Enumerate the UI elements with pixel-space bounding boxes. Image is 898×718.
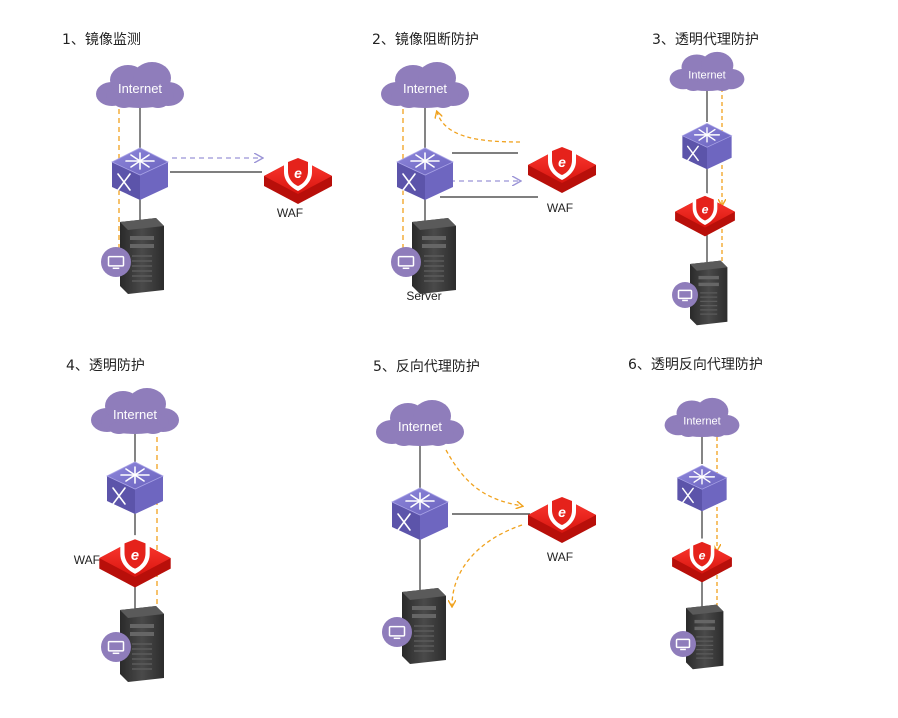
monitor-icon	[672, 282, 698, 308]
internet-cloud-icon: Internet	[669, 51, 745, 91]
inbound-traffic-arrow	[445, 449, 522, 506]
svg-text:e: e	[558, 504, 566, 520]
block-reset-arrow	[437, 112, 521, 143]
waf-label: WAF	[547, 201, 573, 215]
server-tower-icon	[120, 218, 164, 294]
internet-label: Internet	[683, 415, 720, 427]
waf-shield-icon: e	[675, 192, 735, 237]
waf-shield-icon: e	[672, 538, 732, 583]
network-switch-icon	[106, 461, 164, 514]
internet-label: Internet	[113, 407, 157, 422]
waf-label: WAF	[277, 206, 303, 220]
network-switch-icon	[111, 147, 169, 200]
svg-text:e: e	[558, 154, 566, 170]
server-label: Server	[406, 289, 441, 303]
internet-label: Internet	[118, 81, 162, 96]
network-switch-icon	[396, 147, 454, 200]
network-switch-icon	[676, 465, 728, 512]
svg-text:e: e	[702, 203, 709, 217]
device-layer: InterneteWAFInterneteWAFServerInterneteI…	[74, 51, 745, 682]
internet-label: Internet	[403, 81, 447, 96]
panel-title: 6、透明反向代理防护	[628, 357, 763, 373]
monitor-icon	[670, 631, 696, 657]
panel-2-mirror-blocking: 2、镜像阻断防护	[372, 32, 538, 248]
internet-label: Internet	[688, 69, 725, 81]
panel-title: 3、透明代理防护	[652, 32, 759, 48]
forwarded-traffic-arrow	[452, 524, 523, 606]
internet-cloud-icon: Internet	[381, 62, 469, 108]
internet-cloud-icon: Internet	[91, 388, 179, 434]
panel-title: 1、镜像监测	[62, 32, 141, 48]
monitor-icon	[101, 632, 131, 662]
server-tower-icon	[690, 260, 728, 326]
waf-label: WAF	[547, 550, 573, 564]
server-tower-icon	[402, 588, 446, 664]
internet-cloud-icon: Internet	[96, 62, 184, 108]
panel-title: 4、透明防护	[66, 358, 145, 374]
waf-shield-icon: e	[264, 154, 332, 204]
internet-cloud-icon: Internet	[376, 400, 464, 446]
server-tower-icon	[686, 604, 724, 670]
network-switch-icon	[681, 123, 733, 170]
svg-text:e: e	[699, 549, 706, 563]
internet-cloud-icon: Internet	[664, 397, 740, 437]
internet-label: Internet	[398, 419, 442, 434]
panel-title: 2、镜像阻断防护	[372, 32, 479, 48]
network-switch-icon	[391, 487, 449, 540]
monitor-icon	[391, 247, 421, 277]
svg-text:e: e	[294, 165, 302, 181]
panel-title: 5、反向代理防护	[373, 359, 480, 375]
waf-label: WAF	[74, 553, 100, 567]
monitor-icon	[382, 617, 412, 647]
waf-shield-icon: e	[99, 535, 171, 588]
svg-text:e: e	[131, 548, 139, 564]
panel-5-reverse-proxy: 5、反向代理防护	[373, 359, 530, 606]
waf-shield-icon: e	[528, 143, 596, 193]
server-tower-icon	[412, 218, 456, 294]
waf-shield-icon: e	[528, 493, 596, 543]
server-tower-icon	[120, 606, 164, 682]
monitor-icon	[101, 247, 131, 277]
